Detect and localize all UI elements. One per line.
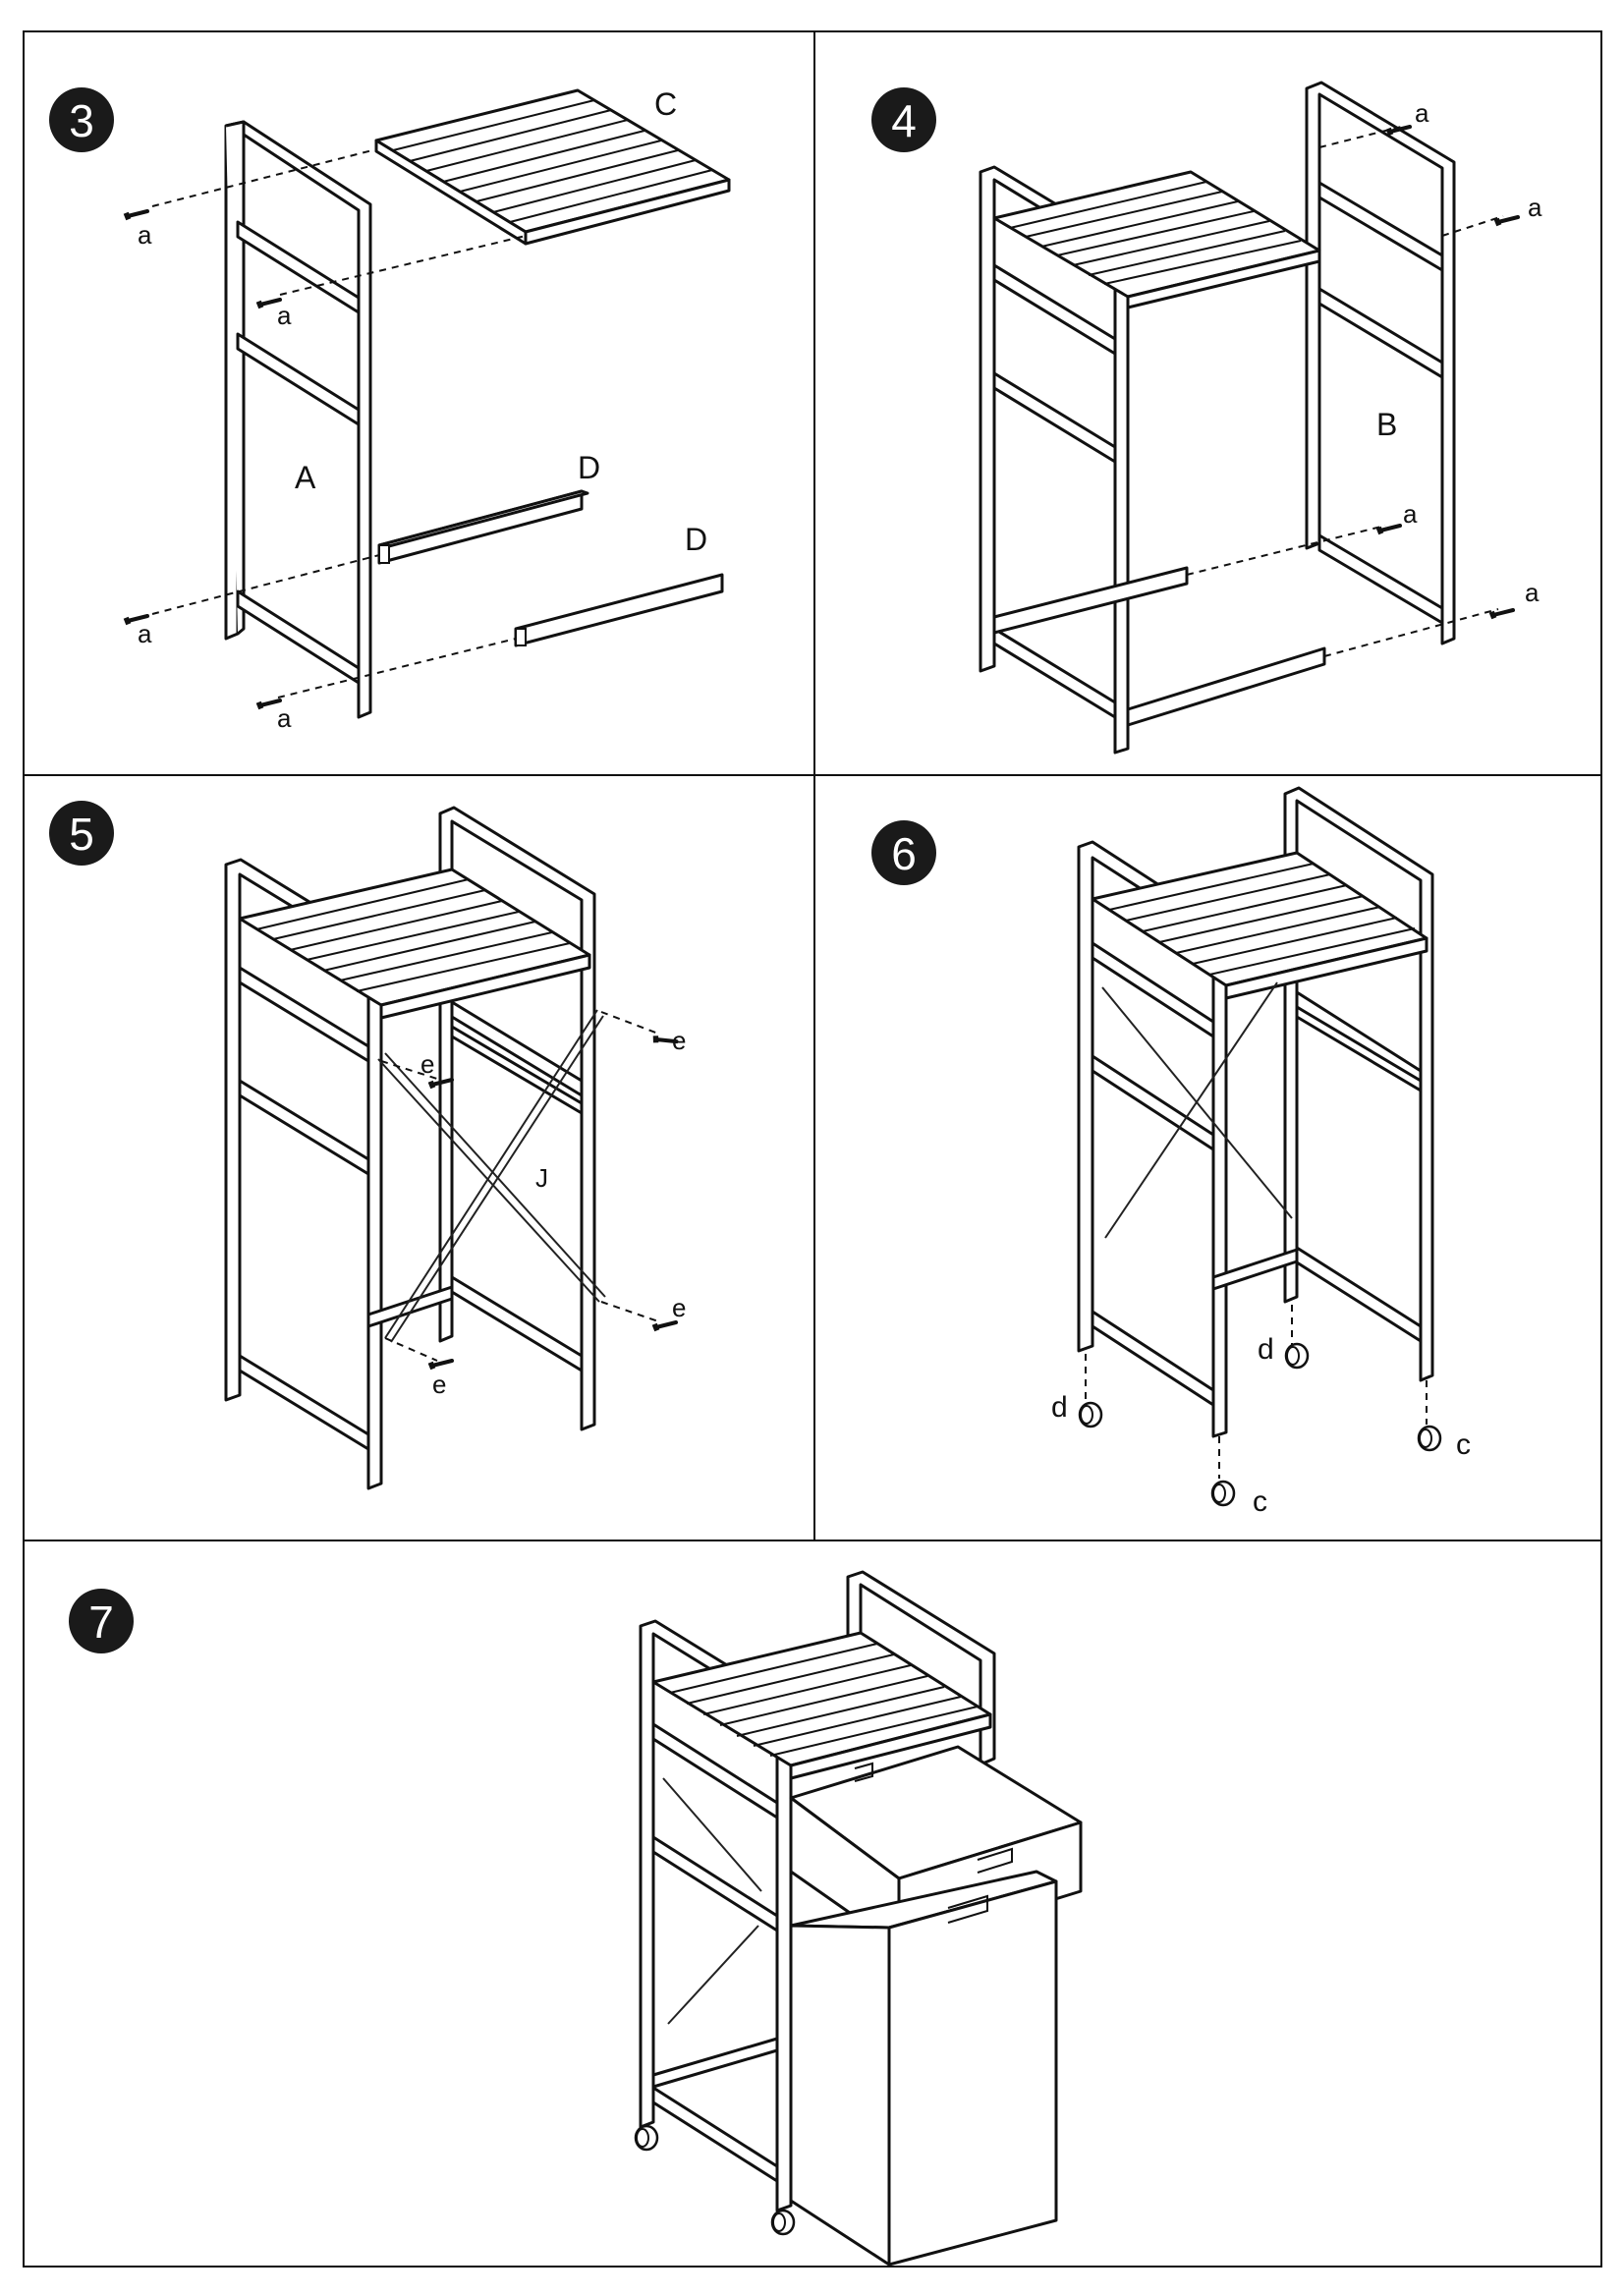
svg-text:a: a	[1528, 193, 1542, 222]
svg-text:d: d	[1051, 1391, 1068, 1424]
wheels: d d c c	[1051, 1333, 1471, 1518]
svg-text:7: 7	[88, 1596, 114, 1648]
crossbar-d-upper	[377, 489, 589, 565]
svg-text:e: e	[420, 1049, 434, 1079]
frame-label-b: B	[1376, 407, 1397, 442]
front-frame	[224, 858, 383, 1490]
wheel-guides	[1085, 1305, 1428, 1479]
svg-text:d: d	[1258, 1333, 1274, 1366]
svg-text:4: 4	[891, 95, 917, 146]
svg-text:a: a	[277, 301, 292, 330]
side-bars	[1211, 1005, 1423, 1291]
step-5-panel: 5	[49, 801, 686, 1490]
step-badge: 3	[49, 87, 114, 152]
dashed-guides	[151, 148, 527, 699]
step-7-panel: 7	[69, 1570, 1083, 2267]
svg-text:e: e	[672, 1293, 686, 1322]
step-badge: 5	[49, 801, 114, 866]
svg-text:a: a	[1415, 98, 1429, 128]
cross-label: J	[535, 1163, 548, 1193]
step-badge: 4	[871, 87, 936, 152]
slatted-shelf-c	[374, 88, 731, 246]
installed-shelf	[992, 170, 1321, 309]
svg-text:3: 3	[69, 95, 94, 146]
bar-label-lower: D	[685, 522, 707, 557]
screws-a: a a a a	[1377, 98, 1542, 616]
svg-text:a: a	[277, 703, 292, 733]
screws-e: e e e e	[420, 1026, 686, 1399]
svg-text:c: c	[1253, 1485, 1267, 1518]
installed-shelf	[651, 1631, 992, 1780]
lower-bars	[992, 566, 1326, 727]
svg-text:6: 6	[891, 828, 917, 879]
dashed-guides	[1186, 125, 1504, 657]
svg-text:a: a	[1403, 499, 1418, 529]
frame-label: A	[295, 460, 316, 495]
shelf-label: C	[654, 86, 677, 122]
svg-text:a: a	[138, 220, 152, 250]
cross-brace-j	[377, 1009, 606, 1343]
side-frame-b	[1305, 81, 1456, 645]
screws-a: a a a a	[125, 211, 292, 733]
step-6-panel: 6	[871, 786, 1471, 1518]
svg-text:e: e	[432, 1370, 446, 1399]
svg-text:a: a	[138, 619, 152, 648]
svg-text:c: c	[1456, 1428, 1471, 1461]
bar-label-upper: D	[578, 450, 600, 485]
svg-text:5: 5	[69, 809, 94, 860]
svg-text:e: e	[672, 1026, 686, 1055]
crossbar-d-lower	[514, 573, 724, 647]
cross-brace	[1101, 981, 1293, 1239]
dashed-guides	[380, 1011, 659, 1362]
laundry-hamper	[789, 1870, 1058, 2267]
lower-bar	[651, 2037, 779, 2089]
front-frame	[639, 1619, 793, 2212]
side-bars	[366, 1025, 584, 1328]
step-badge: 7	[69, 1589, 134, 1653]
step-3-panel: 3 A C	[49, 86, 731, 733]
panel-grid	[23, 30, 1602, 2268]
side-frame-a	[224, 120, 372, 719]
step-4-panel: 4 B	[871, 81, 1542, 755]
installed-shelf	[238, 868, 591, 1020]
cross-brace	[662, 1777, 762, 2025]
svg-text:a: a	[1525, 578, 1540, 607]
step-badge: 6	[871, 820, 936, 885]
